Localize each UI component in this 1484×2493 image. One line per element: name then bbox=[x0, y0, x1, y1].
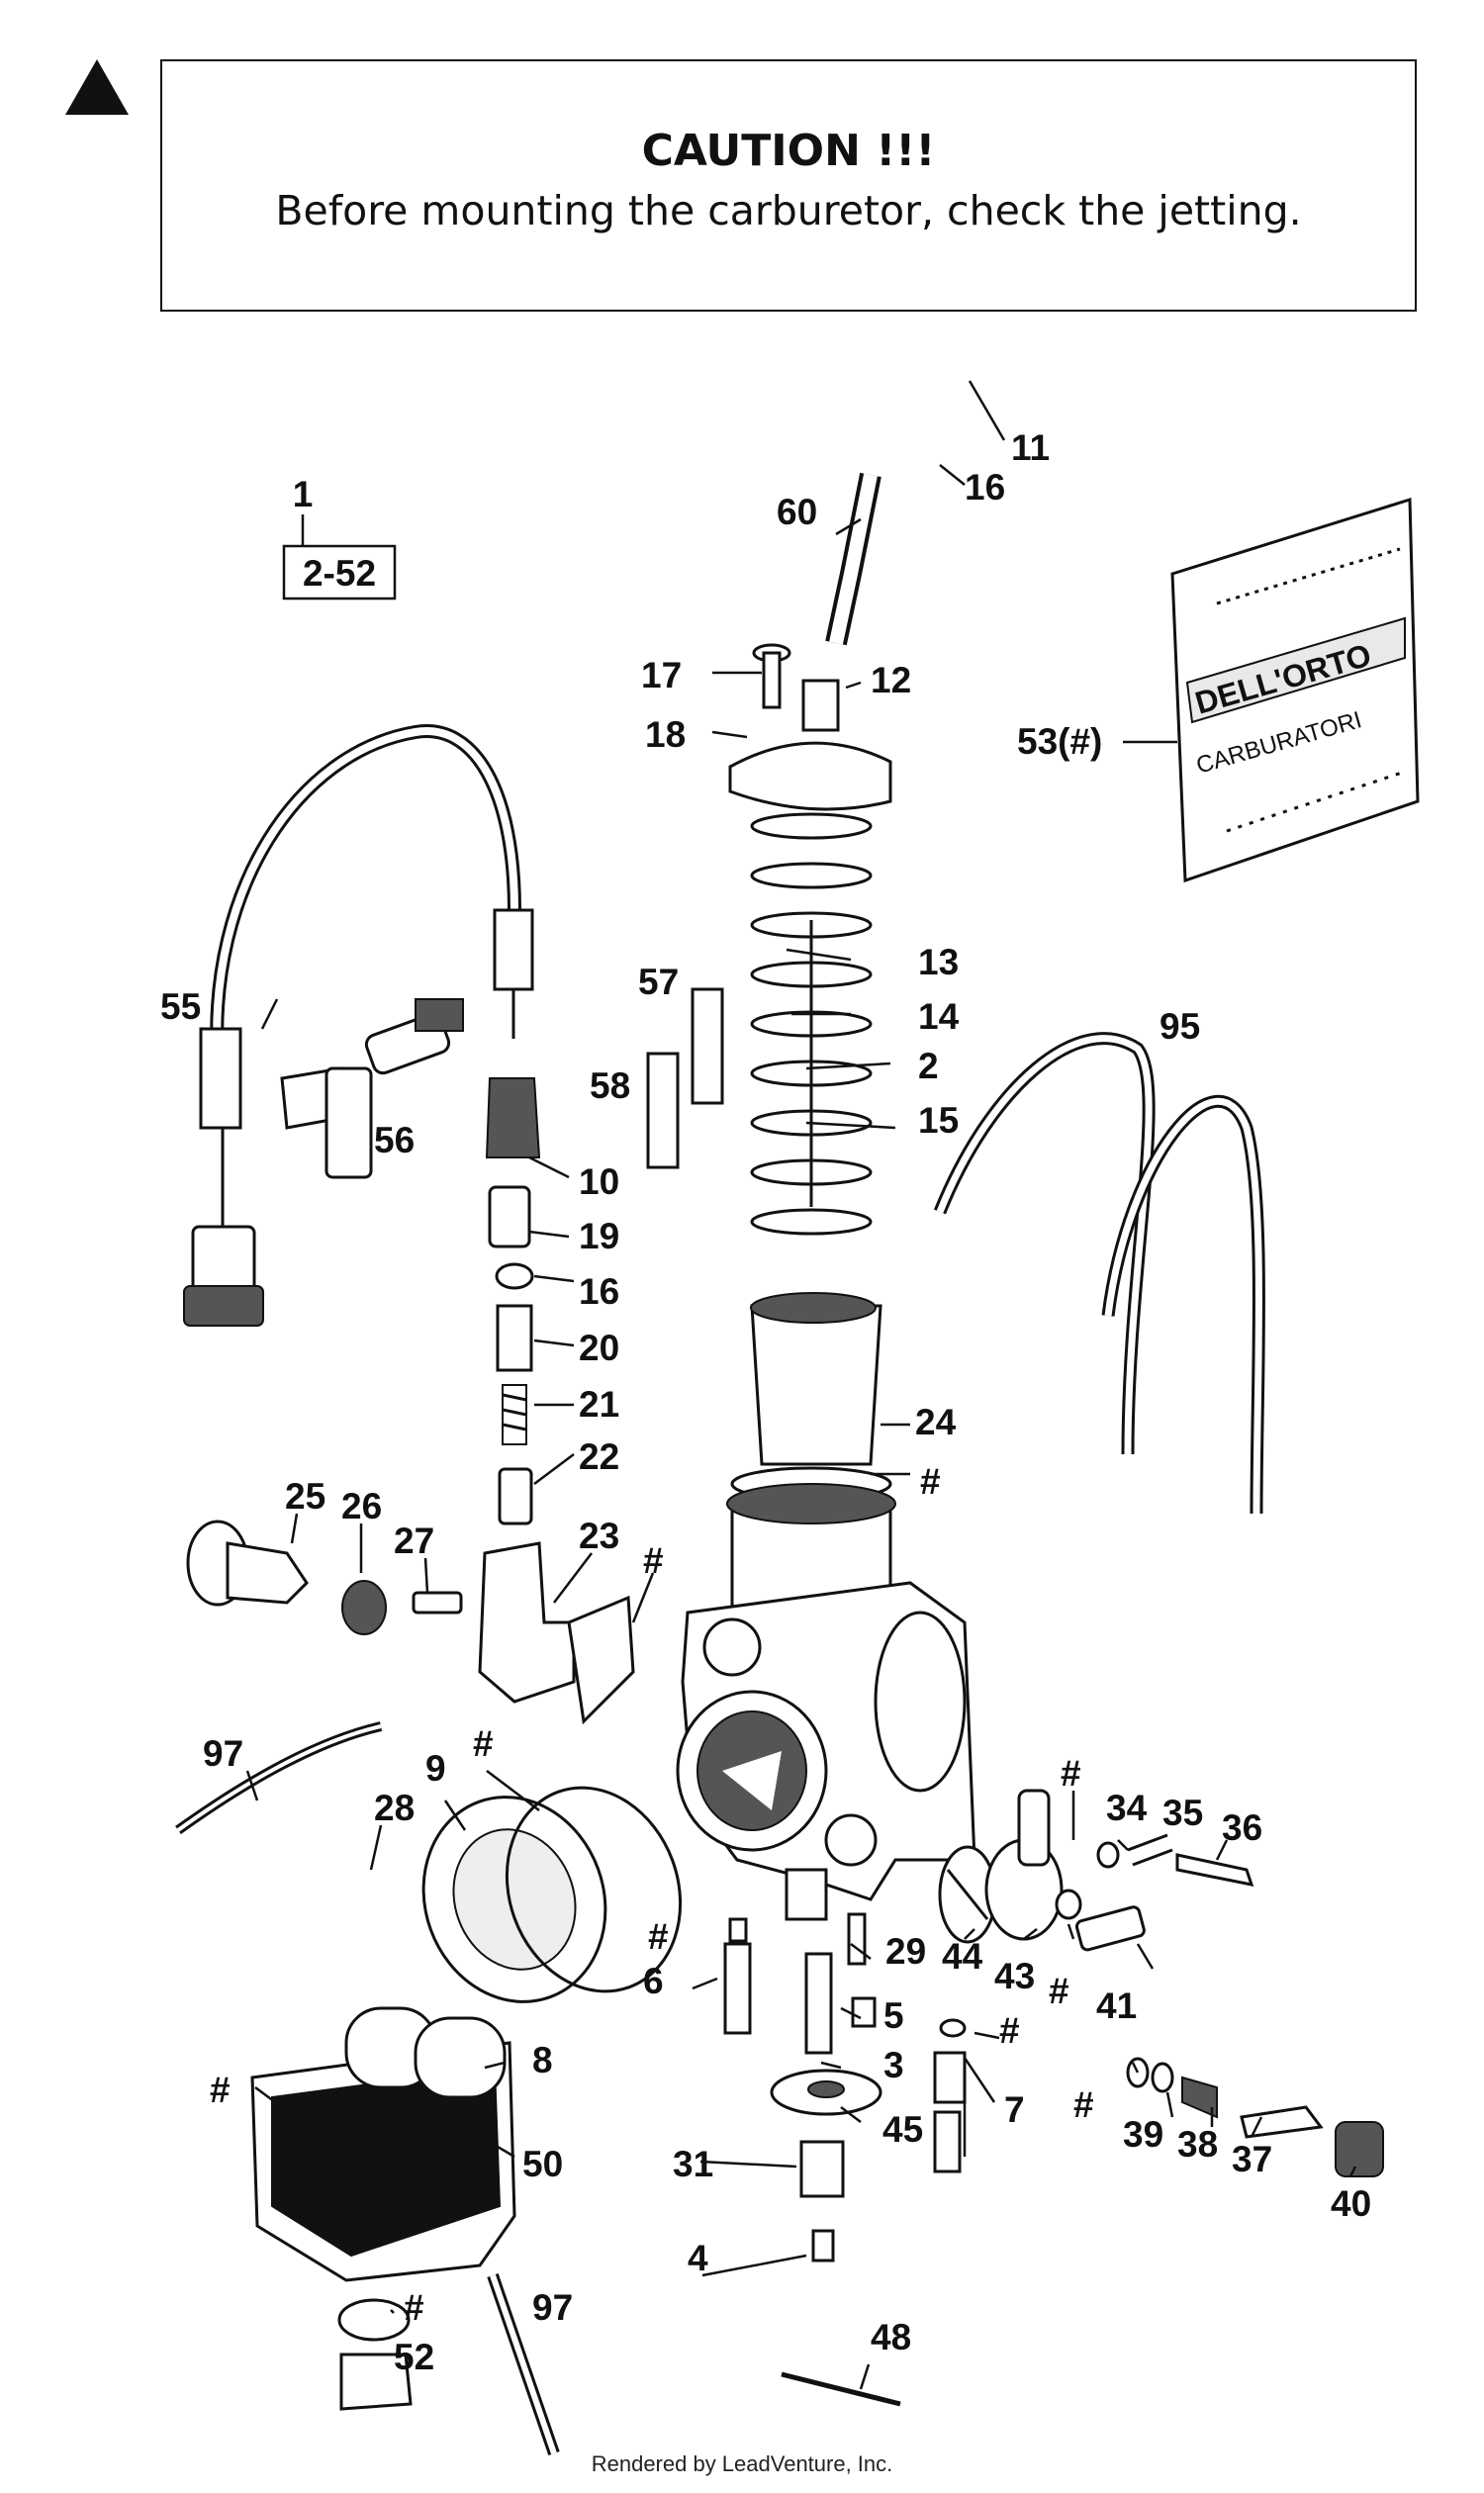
callout-41: 41 bbox=[1096, 1985, 1137, 2026]
callout-17: 17 bbox=[641, 655, 682, 695]
callout-36: 36 bbox=[1222, 1807, 1262, 1848]
callout-16: 16 bbox=[965, 467, 1005, 508]
callout-3: 3 bbox=[883, 2045, 904, 2085]
callout-6: 6 bbox=[643, 1961, 664, 2001]
callout-58: 58 bbox=[590, 1065, 630, 1106]
callout-52: 52 bbox=[394, 2337, 434, 2377]
float-bowl bbox=[250, 2006, 516, 2411]
callout-55: 55 bbox=[160, 986, 201, 1027]
pin-48 bbox=[781, 2371, 901, 2407]
carburetor-top-assembly bbox=[728, 472, 892, 1502]
callout-45: 45 bbox=[882, 2109, 923, 2150]
callout-15: 15 bbox=[918, 1100, 959, 1141]
callout-26: 26 bbox=[341, 1486, 382, 1526]
callout-hash-1: # bbox=[920, 1461, 941, 1502]
callout-labels: 11 16 60 17 12 18 53(#) 55 57 13 14 2 95… bbox=[160, 427, 1371, 2377]
carburetor-body bbox=[676, 1483, 976, 1921]
callout-23: 23 bbox=[579, 1516, 619, 1556]
vent-hoses bbox=[933, 1032, 1265, 1515]
callout-97b: 97 bbox=[532, 2287, 573, 2328]
cable-adjuster-bracket bbox=[280, 998, 464, 1179]
leader-lines bbox=[245, 380, 1357, 2390]
idle-screw-parts bbox=[186, 1520, 463, 1635]
callout-hash-9: # bbox=[1073, 2084, 1094, 2125]
callout-40: 40 bbox=[1331, 2183, 1371, 2224]
callout-50: 50 bbox=[522, 2144, 563, 2184]
callout-hash-6: # bbox=[1049, 1971, 1069, 2011]
callout-38: 38 bbox=[1177, 2124, 1218, 2165]
cold-start-housing bbox=[478, 1541, 635, 1725]
choke-plunger-parts bbox=[485, 1077, 541, 1525]
callout-8: 8 bbox=[532, 2040, 553, 2080]
spacer-tubes bbox=[646, 987, 724, 1169]
assembly-reference: 1 2-52 bbox=[282, 474, 397, 600]
air-funnel bbox=[421, 1786, 683, 2003]
callout-35: 35 bbox=[1162, 1793, 1203, 1833]
callout-53: 53(#) bbox=[1017, 721, 1102, 762]
callout-hash-10: # bbox=[404, 2287, 424, 2328]
callout-13: 13 bbox=[918, 942, 959, 982]
callout-hash-8: # bbox=[210, 2070, 231, 2110]
throttle-cable bbox=[183, 724, 534, 1327]
callout-21: 21 bbox=[579, 1384, 619, 1425]
caution-text: Before mounting the carburetor, check th… bbox=[275, 187, 1302, 234]
callout-56: 56 bbox=[374, 1120, 415, 1160]
callout-39: 39 bbox=[1123, 2114, 1163, 2155]
callout-19: 19 bbox=[579, 1216, 619, 1256]
callout-11: 11 bbox=[1011, 427, 1050, 468]
callout-24: 24 bbox=[915, 1402, 957, 1442]
caution-box: CAUTION !!! Before mounting the carburet… bbox=[160, 59, 1417, 312]
parts-bag: DELL'ORTO CARBURATORI bbox=[1170, 497, 1420, 883]
callout-12: 12 bbox=[871, 660, 911, 700]
callout-60: 60 bbox=[777, 492, 817, 532]
jet-parts bbox=[723, 1912, 967, 2262]
callout-4: 4 bbox=[688, 2238, 708, 2278]
callout-34: 34 bbox=[1106, 1788, 1148, 1828]
callout-44: 44 bbox=[942, 1936, 983, 1977]
callout-14: 14 bbox=[918, 996, 960, 1037]
assembly-range: 2-52 bbox=[303, 553, 376, 594]
callout-hash-5: # bbox=[648, 1916, 669, 1957]
callout-29: 29 bbox=[885, 1931, 926, 1972]
fuel-inlet-parts bbox=[938, 1789, 1384, 2177]
callout-hash-4: # bbox=[1061, 1753, 1081, 1794]
callout-95: 95 bbox=[1159, 1006, 1200, 1047]
warning-triangle-icon bbox=[65, 59, 129, 115]
callout-25: 25 bbox=[285, 1476, 325, 1517]
callout-2: 2 bbox=[918, 1046, 939, 1086]
callout-31: 31 bbox=[673, 2144, 713, 2184]
callout-37: 37 bbox=[1232, 2139, 1272, 2179]
callout-hash-2: # bbox=[643, 1540, 664, 1581]
callout-hash-3: # bbox=[473, 1723, 494, 1764]
assembly-number: 1 bbox=[293, 474, 314, 514]
callout-hash-7: # bbox=[999, 2010, 1020, 2051]
callout-22: 22 bbox=[579, 1436, 619, 1477]
callout-27: 27 bbox=[394, 1521, 434, 1561]
callout-7: 7 bbox=[1004, 2089, 1025, 2130]
callout-28: 28 bbox=[374, 1788, 415, 1828]
callout-10: 10 bbox=[579, 1161, 619, 1202]
callout-18: 18 bbox=[645, 714, 686, 755]
callout-57: 57 bbox=[638, 962, 679, 1002]
callout-48: 48 bbox=[871, 2317, 911, 2357]
callout-20: 20 bbox=[579, 1328, 619, 1368]
caution-title: CAUTION !!! bbox=[641, 126, 936, 176]
footer-credit: Rendered by LeadVenture, Inc. bbox=[591, 2451, 893, 2476]
callout-97a: 97 bbox=[203, 1733, 243, 1774]
callout-5: 5 bbox=[883, 1995, 904, 2036]
callout-9: 9 bbox=[425, 1748, 446, 1789]
callout-43: 43 bbox=[994, 1956, 1035, 1996]
callout-16b: 16 bbox=[579, 1271, 619, 1312]
